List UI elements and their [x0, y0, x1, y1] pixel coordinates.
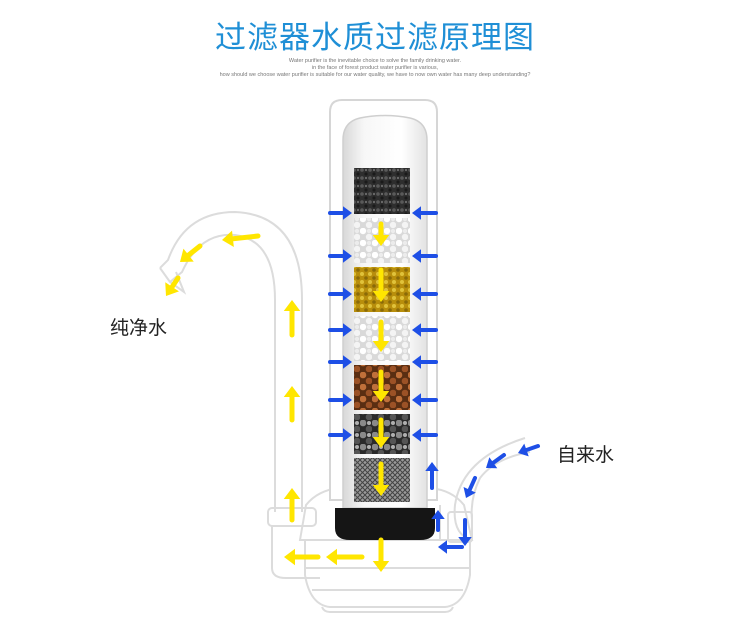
- cartridge-black-cap: [335, 508, 435, 540]
- outflow-arrow-left: [326, 549, 362, 566]
- inlet-hose: [440, 438, 530, 542]
- outflow-arrow-up: [284, 386, 301, 420]
- outflow-arrow-left: [284, 549, 318, 566]
- outflow-arrow-curve: [180, 246, 200, 262]
- activated-carbon-layer: [354, 168, 410, 214]
- tap-water-label: 自来水: [557, 440, 614, 467]
- outflow-arrow-curve: [222, 231, 258, 247]
- outflow-arrow-up: [284, 300, 301, 335]
- pure-water-label: 纯净水: [110, 313, 167, 340]
- outflow-arrow-up: [284, 488, 301, 520]
